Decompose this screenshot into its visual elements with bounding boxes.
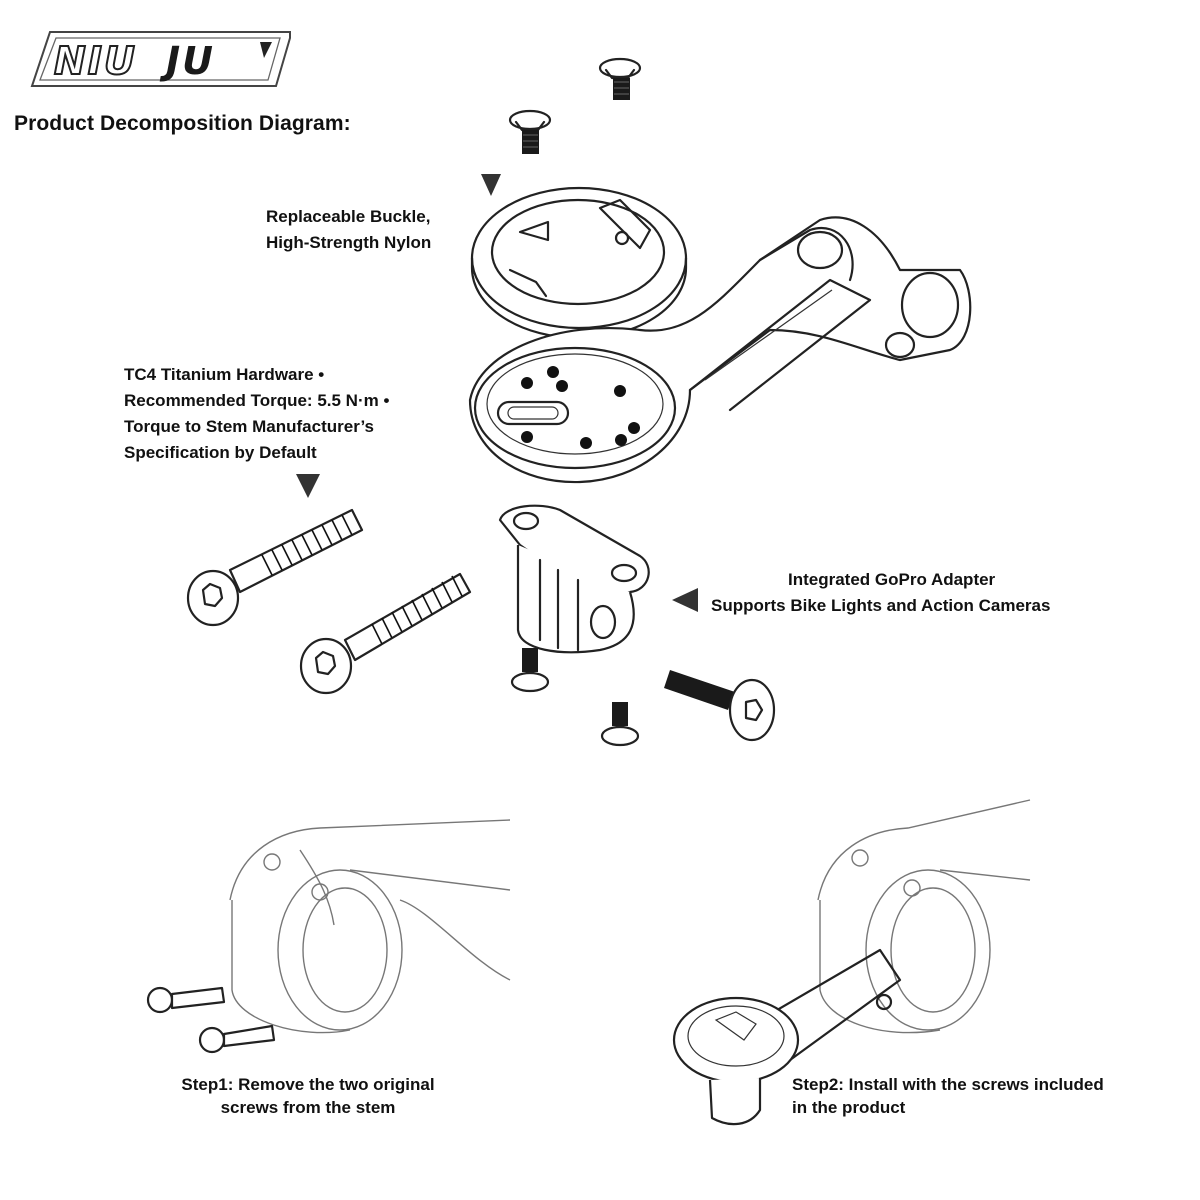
arrow-down-icon bbox=[296, 474, 320, 498]
step1-removed-screws bbox=[146, 986, 276, 1054]
step2-caption: Step2: Install with the screws included … bbox=[792, 1073, 1104, 1119]
callout-gopro-line1: Integrated GoPro Adapter bbox=[788, 570, 996, 589]
step1-line2: screws from the stem bbox=[220, 1098, 396, 1117]
replaceable-buckle bbox=[470, 186, 688, 340]
logo-graphic: NIU JU bbox=[30, 31, 291, 87]
step1-caption: Step1: Remove the two original screws fr… bbox=[158, 1073, 458, 1119]
titanium-bolt-upper bbox=[186, 508, 364, 627]
arrow-down-icon bbox=[481, 174, 501, 196]
button-head-bolt bbox=[664, 670, 776, 742]
titanium-bolt-lower bbox=[299, 572, 472, 695]
callout-gopro-line2: Supports Bike Lights and Action Cameras bbox=[711, 596, 1051, 615]
step2-stem-illustration bbox=[817, 799, 1031, 1034]
page-title: Product Decomposition Diagram: bbox=[14, 112, 351, 135]
step2-line1: Step2: Install with the screws included bbox=[792, 1075, 1104, 1094]
callout-buckle-line2: High-Strength Nylon bbox=[266, 233, 432, 252]
svg-text:NIU: NIU bbox=[54, 39, 137, 83]
callout-titanium-line3: Torque to Stem Manufacturer’s bbox=[124, 417, 374, 436]
callout-titanium: TC4 Titanium Hardware • Recommended Torq… bbox=[124, 362, 389, 466]
small-screw-low bbox=[600, 702, 640, 747]
small-screw-top-right bbox=[598, 57, 642, 100]
brand-logo: NIU JU bbox=[28, 28, 296, 90]
small-screw-mid bbox=[510, 648, 550, 693]
step1-line1: Step1: Remove the two original bbox=[181, 1075, 435, 1094]
small-screw-top-left bbox=[508, 109, 552, 154]
callout-buckle-line1: Replaceable Buckle, bbox=[266, 207, 431, 226]
callout-titanium-line4: Specification by Default bbox=[124, 443, 317, 462]
callout-titanium-line2: Recommended Torque: 5.5 N·m • bbox=[124, 391, 390, 410]
callout-titanium-line1: TC4 Titanium Hardware • bbox=[124, 365, 325, 384]
svg-text:JU: JU bbox=[159, 39, 215, 83]
step2-mount-installed bbox=[672, 948, 902, 1126]
step1-stem-illustration bbox=[229, 819, 511, 1034]
step2-line2: in the product bbox=[792, 1098, 906, 1117]
gopro-adapter bbox=[498, 504, 650, 654]
mount-body bbox=[468, 216, 972, 484]
callout-gopro: Integrated GoPro Adapter Supports Bike L… bbox=[711, 567, 1050, 619]
callout-buckle: Replaceable Buckle, High-Strength Nylon bbox=[266, 204, 431, 256]
arrow-left-icon bbox=[672, 588, 698, 612]
